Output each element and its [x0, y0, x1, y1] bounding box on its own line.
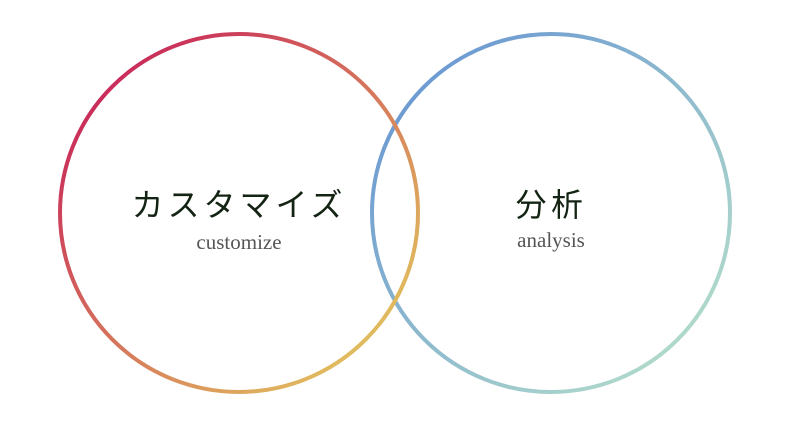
analysis-title: 分析	[514, 186, 588, 224]
customize-circle	[58, 32, 420, 394]
customize-title: カスタマイズ	[131, 186, 347, 224]
customize-subtitle: customize	[196, 230, 282, 254]
analysis-subtitle: analysis	[517, 228, 585, 252]
analysis-circle	[370, 32, 732, 394]
